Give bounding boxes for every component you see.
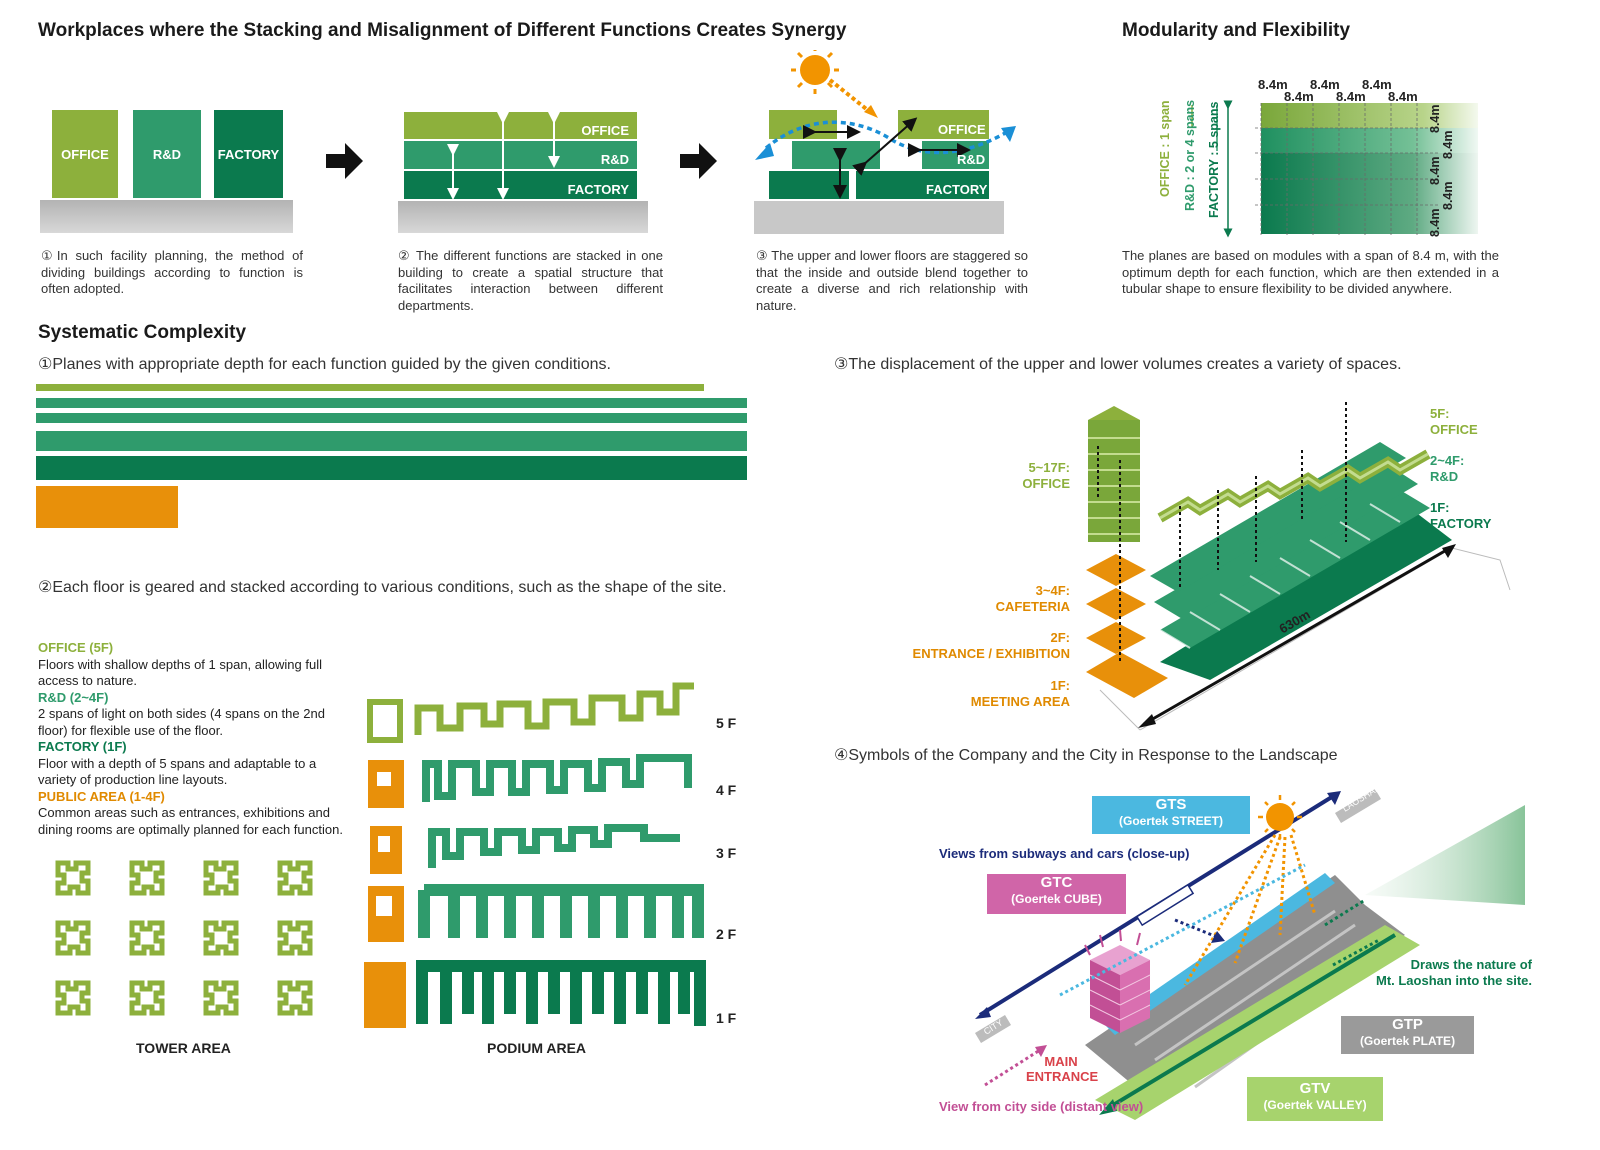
ground-plane [40,200,293,233]
section-title-modularity: Modularity and Flexibility [1122,20,1351,41]
axonometric-volumes [1086,402,1511,731]
factory-block: FACTORY [214,110,283,198]
arrow-right-icon [680,143,717,179]
gtp-label-box: GTP (Goertek PLATE) [1341,1016,1474,1054]
rnd-block: R&D [133,110,201,198]
axon-label-24f: 2~4F:R&D [1430,453,1465,484]
axon-label-meeting: 1F:MEETING AREA [970,678,1070,709]
axon-label-cafeteria: 3~4F:CAFETERIA [995,583,1070,614]
modularity-diagram: OFFICE : 1 span R&D : 2 or 4 spans FACTO… [1150,75,1485,245]
ground-plane [398,201,648,233]
factory-plane-bar [36,456,747,480]
subheading-3: ③The displacement of the upper and lower… [834,356,1402,373]
rnd-plane-bar-wide [36,431,747,451]
rnd-plane-bar [36,413,747,423]
subheading-1: ①Planes with appropriate depth for each … [38,356,611,373]
caption-2: ② The different functions are stacked in… [398,248,663,313]
section-title-synergy: Workplaces where the Stacking and Misali… [38,20,847,41]
caption-1: ①In such facility planning, the method o… [41,248,303,296]
gtv-label-box: GTV (Goertek VALLEY) [1247,1077,1383,1121]
diagram-separate-buildings: OFFICE R&D FACTORY [40,110,295,235]
podium-area-label: PODIUM AREA [487,1040,587,1056]
site-symbol-diagram [975,789,1525,1120]
floor-label-5f: 5 F [716,715,737,731]
axon-label-tower: 5~17F:OFFICE [1022,460,1070,491]
diagram-stacked: OFFICE R&D FACTORY [398,110,650,235]
factory-layer: FACTORY [404,171,637,199]
axon-label-5f: 5F:OFFICE [1430,406,1478,437]
sun-icon [791,50,839,94]
subheading-2: ②Each floor is geared and stacked accord… [38,579,727,596]
interaction-arrows [447,112,560,200]
floor-label-4f: 4 F [716,782,737,798]
office-layer: OFFICE [404,112,637,139]
office-block: OFFICE [52,110,118,198]
floor-label-1f: 1 F [716,1010,737,1026]
factory-span-label: FACTORY : 5 spans [1207,101,1221,218]
rnd-span-label: R&D : 2 or 4 spans [1183,99,1197,211]
podium-floor-plans [364,682,706,1028]
caption-3: ③ The upper and lower floors are stagger… [756,248,1028,313]
function-legend: OFFICE (5F) Floors with shallow depths o… [38,640,343,837]
axon-label-1f: 1F:FACTORY [1430,500,1492,531]
floor-label-3f: 3 F [716,845,737,861]
subheading-4: ④Symbols of the Company and the City in … [834,747,1338,764]
view-city-label: View from city side (distant view) [939,1099,1144,1114]
office-plane-bar [36,384,704,391]
tower-area-label: TOWER AREA [136,1040,231,1056]
diagram-staggered: OFFICE R&D FACTORY [752,50,1027,235]
rnd-plane-bar [36,398,747,408]
views-subway-label: Views from subways and cars (close-up) [939,846,1190,861]
floor-label-2f: 2 F [716,926,737,942]
sun-icon [1258,795,1302,839]
axon-label-entrance: 2F:ENTRANCE / EXHIBITION [912,630,1070,661]
caption-modularity: The planes are based on modules with a s… [1122,248,1499,296]
section-title-systematic: Systematic Complexity [38,322,247,343]
public-plane-block [36,486,178,528]
arrow-right-icon [326,143,363,179]
rnd-layer: R&D [404,141,637,169]
office-span-label: OFFICE : 1 span [1158,100,1172,197]
gts-label-box: GTS (Goertek STREET) [1092,796,1250,834]
gtc-label-box: GTC (Goertek CUBE) [987,874,1126,914]
tower-area-plans [48,855,328,1035]
